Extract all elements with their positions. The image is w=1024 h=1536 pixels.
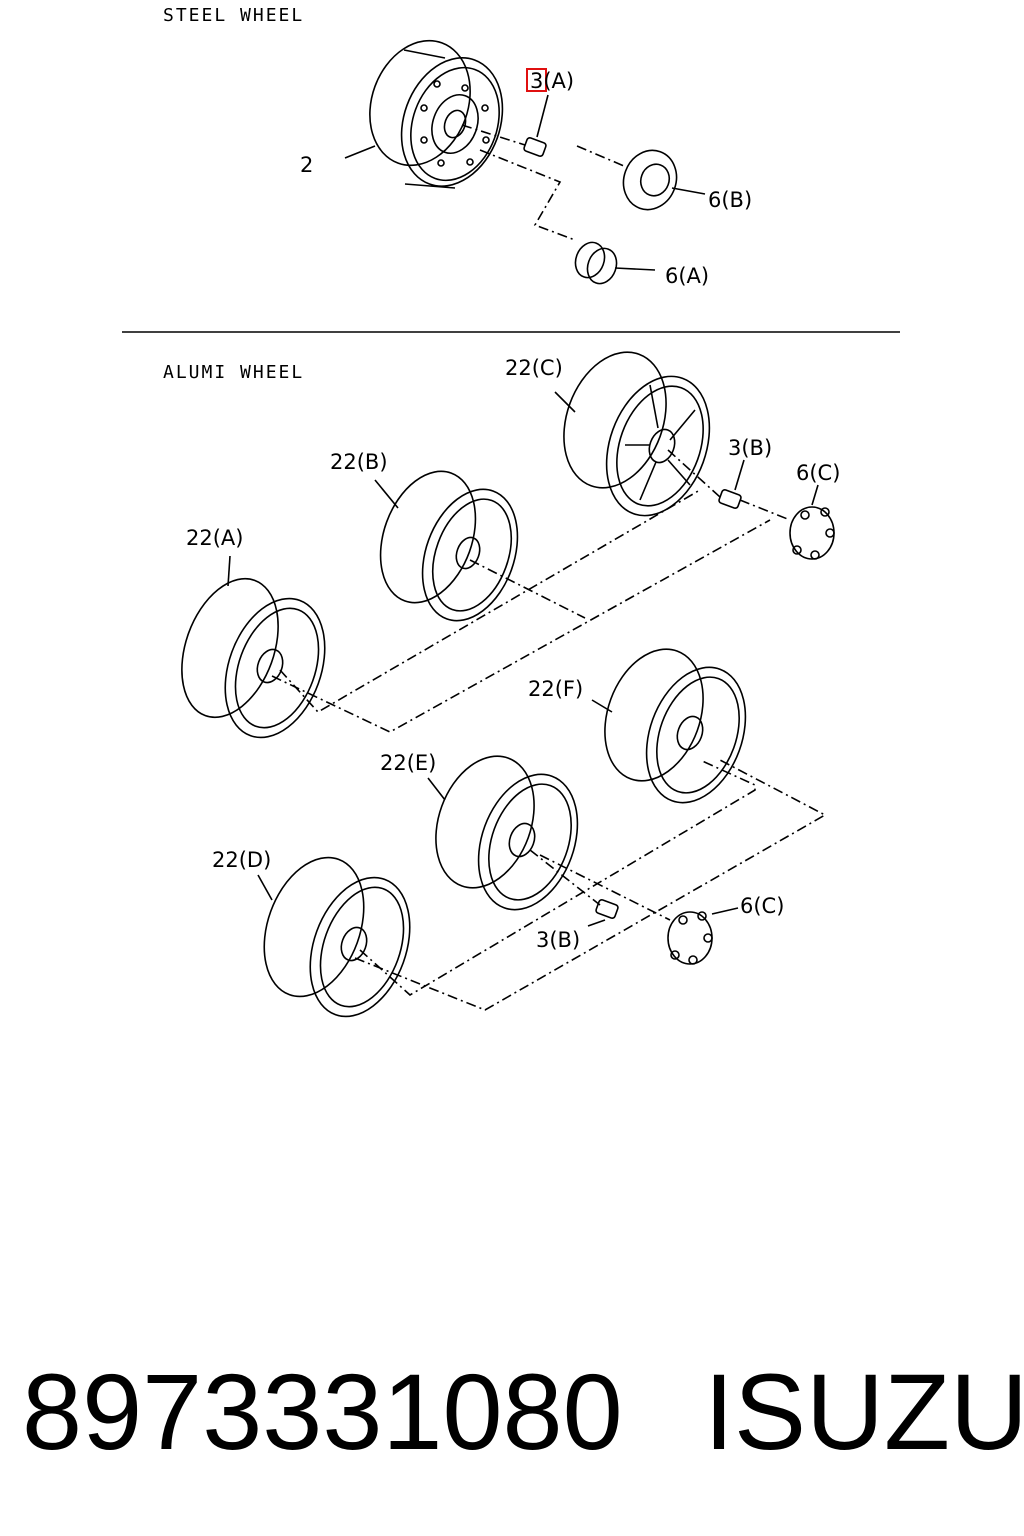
alumi-wheel-22a: [181, 577, 326, 739]
callout-6a: 6(A): [665, 264, 710, 288]
callout-6b: 6(B): [708, 188, 753, 212]
lug-nut-3a: [523, 137, 547, 157]
callout-22c: 22(C): [505, 356, 563, 380]
callout-6c-bottom: 6(C): [740, 894, 785, 918]
center-cap-6a: [574, 241, 618, 285]
callout-3a: 3(A): [530, 69, 575, 93]
callout-22a: 22(A): [186, 526, 244, 550]
alumi-wheel-22e: [435, 755, 579, 911]
callout-22b: 22(B): [330, 450, 388, 474]
center-cap-6c-top: [789, 506, 835, 560]
lug-nut-3b-bottom: [595, 899, 619, 919]
steel-wheel: [369, 39, 504, 189]
callout-2: 2: [300, 153, 314, 177]
alumi-wheel-22d: [263, 856, 411, 1018]
callout-3b-top: 3(B): [728, 436, 773, 460]
part-number: 8973331080: [22, 1351, 623, 1472]
alumi-wheel-22c: [563, 351, 711, 517]
callout-22f: 22(F): [528, 677, 584, 701]
callout-22d: 22(D): [212, 848, 272, 872]
highlight-box: [526, 68, 547, 92]
alumi-wheel-title: ALUMI WHEEL: [163, 362, 305, 383]
brand-name: ISUZU: [704, 1351, 1024, 1472]
alumi-wheel-22f: [604, 648, 747, 804]
callout-6c-top: 6(C): [796, 461, 841, 485]
center-cap-6c-bottom: [667, 911, 713, 965]
callout-3b-bottom: 3(B): [536, 928, 581, 952]
center-cap-6b: [622, 149, 678, 211]
steel-wheel-title: STEEL WHEEL: [163, 5, 305, 26]
callout-22e: 22(E): [380, 751, 437, 775]
alumi-wheel-22b: [379, 470, 519, 622]
lug-nut-3b-top: [718, 489, 742, 509]
